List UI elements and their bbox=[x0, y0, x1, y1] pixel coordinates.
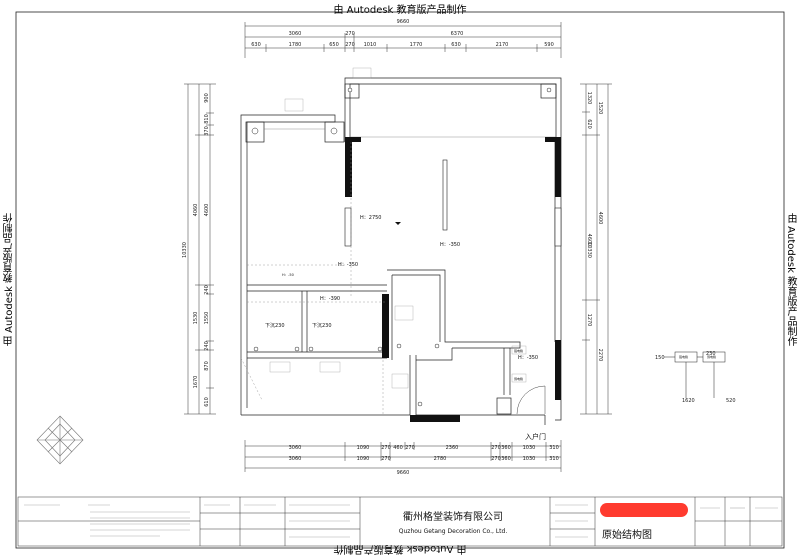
dim-right-group: 2270 bbox=[597, 349, 603, 362]
legend-dim-1: 150 bbox=[655, 355, 665, 361]
left-dimension-lines bbox=[184, 83, 216, 415]
dim-bottom-total: 9660 bbox=[397, 470, 410, 476]
watermark-right-text: 由 Autodesk 教育版产品制作 bbox=[785, 212, 796, 347]
entrance-door-swing bbox=[516, 385, 546, 415]
dim-right-detail: 4600 bbox=[586, 234, 592, 247]
label-meter-box: 强电箱 bbox=[514, 348, 523, 353]
dim-right-detail: 1270 bbox=[586, 314, 592, 327]
label-ceiling-height: H：2750 bbox=[360, 215, 382, 221]
dim-top-detail: 650 bbox=[329, 42, 339, 48]
dim-left-detail: 1550 bbox=[204, 312, 210, 325]
dim-top-detail: 630 bbox=[451, 42, 461, 48]
title-block bbox=[17, 496, 783, 547]
legend-box-label-1: 强电箱 bbox=[679, 354, 688, 359]
dim-bottom-group: 310 bbox=[549, 456, 559, 462]
level-marker-icon bbox=[395, 222, 401, 225]
walls bbox=[240, 77, 562, 425]
dim-top-group-2: 270 bbox=[345, 31, 355, 37]
dim-right-group: 4600 bbox=[597, 212, 603, 225]
dim-bottom-detail: 3060 bbox=[289, 445, 302, 451]
dim-bottom-group: 1090 bbox=[357, 456, 370, 462]
dim-left-detail: 900 bbox=[204, 93, 210, 103]
dim-bottom-detail: 460 bbox=[393, 445, 403, 451]
dim-left-detail: 370 bbox=[204, 126, 210, 136]
top-dimension-lines bbox=[244, 22, 562, 58]
dim-left-detail: 240 bbox=[204, 341, 210, 351]
dim-top-group-1: 3060 bbox=[289, 31, 302, 37]
dim-bottom-detail: 310 bbox=[549, 445, 559, 451]
dim-bottom-group: 3060 bbox=[289, 456, 302, 462]
dim-bottom-group: 2780 bbox=[434, 456, 447, 462]
dim-right-total: 10330 bbox=[586, 242, 592, 258]
label-entrance-door: 入户门 bbox=[525, 432, 546, 441]
dim-right-group: 1520 bbox=[597, 102, 603, 115]
legend-dim-2: 230 bbox=[706, 351, 716, 357]
dim-bottom-detail: 270 bbox=[381, 445, 391, 451]
label-meter-box-2: 弱电箱 bbox=[514, 376, 523, 381]
decorative-logo-icon bbox=[36, 415, 84, 465]
dim-bottom-detail: 2360 bbox=[446, 445, 459, 451]
dim-bottom-group: 270 bbox=[381, 456, 391, 462]
dim-top-detail: 630 bbox=[251, 42, 261, 48]
dim-top-detail: 590 bbox=[544, 42, 554, 48]
dim-left-detail: 4600 bbox=[204, 204, 210, 217]
openings bbox=[344, 159, 562, 247]
watermark-top: 由 Autodesk 教育版产品制作 bbox=[333, 5, 467, 16]
dim-right-detail: 1320 bbox=[586, 92, 592, 105]
legend-dim-4: 520 bbox=[726, 398, 736, 404]
dim-bottom-detail: 360 bbox=[501, 445, 511, 451]
room-info-notes bbox=[269, 67, 527, 389]
label-sunken-1: 下沉230 bbox=[265, 322, 285, 329]
label-level-living: H：-350 bbox=[440, 242, 460, 248]
dashed-lines bbox=[240, 142, 387, 414]
structural-columns bbox=[345, 137, 561, 422]
legend-box-label-2: 弱电箱 bbox=[707, 354, 716, 359]
dim-bottom-detail: 1030 bbox=[523, 445, 536, 451]
dim-top-group-3: 6370 bbox=[451, 31, 464, 37]
label-level-room: H：-350 bbox=[338, 262, 358, 268]
dim-left-detail: 810 bbox=[204, 114, 210, 124]
label-level-bath: H：-390 bbox=[320, 296, 340, 302]
dim-top-detail: 1780 bbox=[289, 42, 302, 48]
drawing-name: 原始结构图 bbox=[602, 528, 652, 541]
dim-top-detail: 1770 bbox=[410, 42, 423, 48]
dim-bottom-detail: 1090 bbox=[357, 445, 370, 451]
label-level-small: H：-50 bbox=[282, 273, 294, 277]
dim-bottom-group: 360 bbox=[501, 456, 511, 462]
dim-top-detail: 270 bbox=[345, 42, 355, 48]
dim-right-detail: 620 bbox=[586, 119, 592, 129]
title-block-fine-print bbox=[24, 504, 778, 538]
redacted-client-name bbox=[600, 503, 688, 517]
dim-bottom-group: 1030 bbox=[523, 456, 536, 462]
dim-bottom-detail: 270 bbox=[491, 445, 501, 451]
right-dimension-lines bbox=[580, 83, 612, 415]
dim-top-total: 9660 bbox=[397, 19, 410, 25]
label-sunken-2: 下沉230 bbox=[312, 322, 332, 329]
dim-left-total: 10330 bbox=[182, 242, 188, 258]
watermark-right: 由 Autodesk 教育版产品制作 bbox=[783, 0, 798, 559]
dim-top-detail: 1010 bbox=[364, 42, 377, 48]
dim-left-group: 1670 bbox=[193, 376, 199, 389]
dim-left-detail: 610 bbox=[204, 397, 210, 407]
dim-left-group: 1530 bbox=[193, 312, 199, 325]
company-name-cn: 衢州格堂装饰有限公司 bbox=[403, 510, 503, 523]
legend-dim-3: 1620 bbox=[682, 398, 695, 404]
dim-bottom-group: 270 bbox=[491, 456, 501, 462]
label-level-entry: H：-350 bbox=[518, 355, 538, 361]
sheet-frame bbox=[15, 11, 785, 549]
meter-box-legend bbox=[664, 351, 726, 398]
dim-top-detail: 2170 bbox=[496, 42, 509, 48]
company-name-en: Quzhou Getang Decoration Co., Ltd. bbox=[399, 528, 508, 535]
dim-left-detail: 240 bbox=[204, 285, 210, 295]
bottom-dimension-lines bbox=[244, 440, 562, 472]
dim-left-detail: 870 bbox=[204, 361, 210, 371]
dim-left-group: 4060 bbox=[193, 204, 199, 217]
dim-bottom-detail: 270 bbox=[405, 445, 415, 451]
pipe-fixtures bbox=[251, 87, 552, 407]
